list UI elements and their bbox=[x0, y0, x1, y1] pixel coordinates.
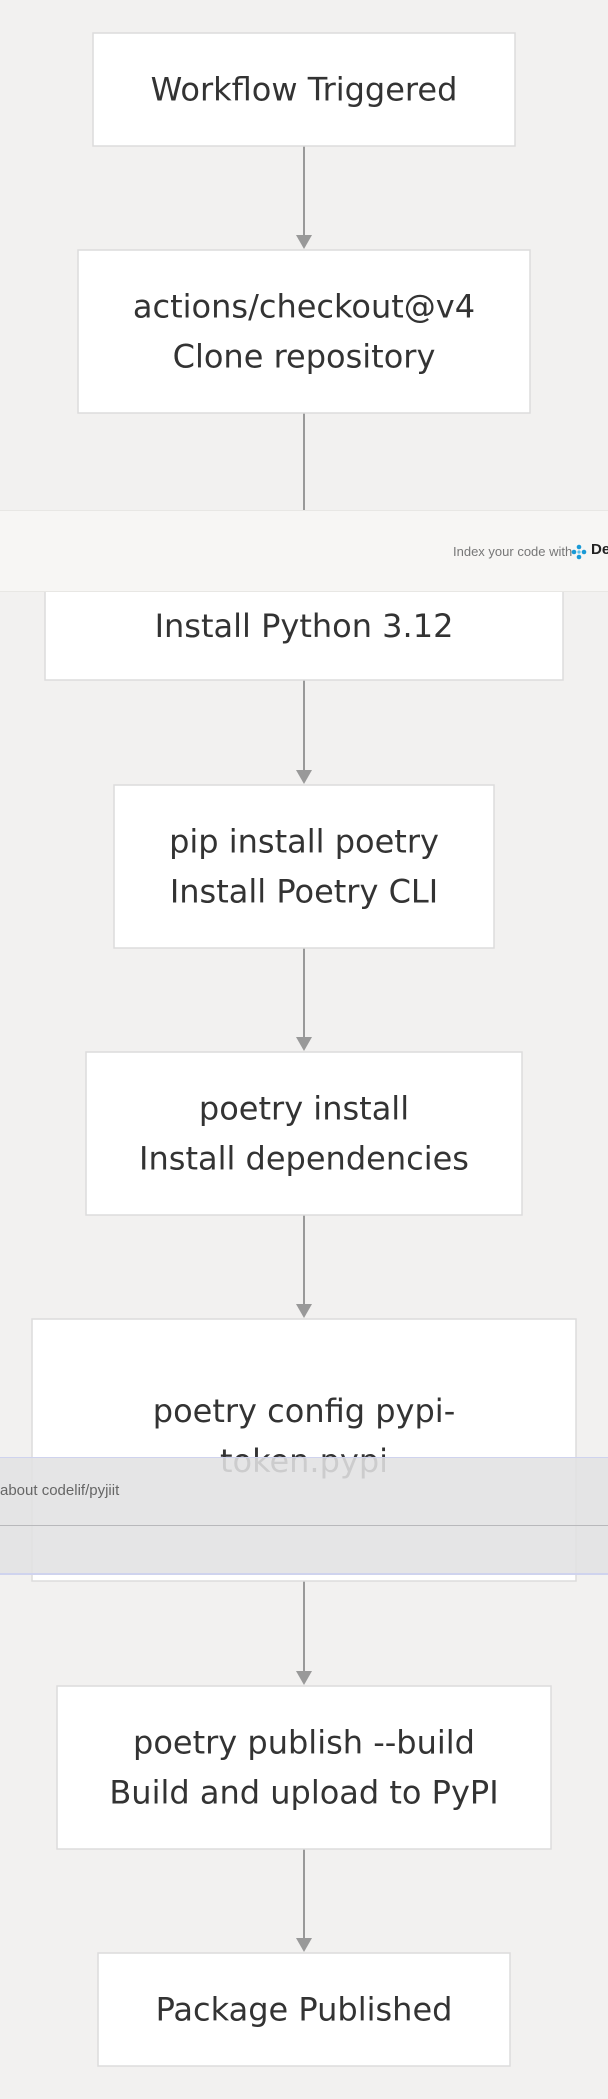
node-box bbox=[113, 784, 495, 949]
deepwiki-logo-icon bbox=[571, 544, 587, 560]
node-box bbox=[92, 32, 516, 147]
node-label-line: Workflow Triggered bbox=[151, 71, 458, 109]
about-overlay: about codelif/pyjiit bbox=[0, 1457, 608, 1575]
edge-arrow bbox=[296, 1581, 312, 1685]
about-repo-link[interactable]: about codelif/pyjiit bbox=[0, 1482, 120, 1499]
arrowhead-icon bbox=[296, 1671, 312, 1685]
node-trigger: Workflow Triggered bbox=[92, 32, 516, 147]
node-label-line: Install Poetry CLI bbox=[170, 873, 438, 911]
node-label-line: poetry config pypi- bbox=[153, 1392, 455, 1430]
edge-arrow bbox=[296, 948, 312, 1051]
node-label-line: Install Python 3.12 bbox=[155, 607, 454, 645]
node-label-line: Package Published bbox=[156, 1991, 453, 2029]
node-label-line: pip install poetry bbox=[169, 823, 439, 861]
node-published: Package Published bbox=[97, 1952, 511, 2067]
arrowhead-icon bbox=[296, 1304, 312, 1318]
arrowhead-icon bbox=[296, 770, 312, 784]
edge-arrow bbox=[296, 146, 312, 249]
edges-layer bbox=[296, 146, 312, 1952]
edge-arrow bbox=[296, 680, 312, 784]
node-label-line: Build and upload to PyPI bbox=[109, 1774, 498, 1812]
arrowhead-icon bbox=[296, 1037, 312, 1051]
node-box bbox=[56, 1685, 552, 1850]
node-label-line: Install dependencies bbox=[139, 1140, 469, 1178]
node-label-line: poetry publish --build bbox=[133, 1724, 475, 1762]
divider bbox=[0, 1525, 608, 1526]
index-banner: Index your code with De bbox=[0, 510, 608, 592]
node-label-line: actions/checkout@v4 bbox=[133, 288, 475, 326]
node-label-line: poetry install bbox=[199, 1090, 409, 1128]
edge-arrow bbox=[296, 1215, 312, 1318]
node-box bbox=[97, 1952, 511, 2067]
node-box bbox=[77, 249, 531, 414]
index-your-code-text: Index your code with bbox=[453, 544, 573, 559]
edge-arrow bbox=[296, 1849, 312, 1952]
nodes-layer: Workflow Triggered actions/checkout@v4Clo… bbox=[31, 32, 577, 2067]
arrowhead-icon bbox=[296, 235, 312, 249]
node-box bbox=[85, 1051, 523, 1216]
node-label-line: Clone repository bbox=[173, 338, 436, 376]
brand-text[interactable]: De bbox=[591, 541, 608, 558]
arrowhead-icon bbox=[296, 1938, 312, 1952]
